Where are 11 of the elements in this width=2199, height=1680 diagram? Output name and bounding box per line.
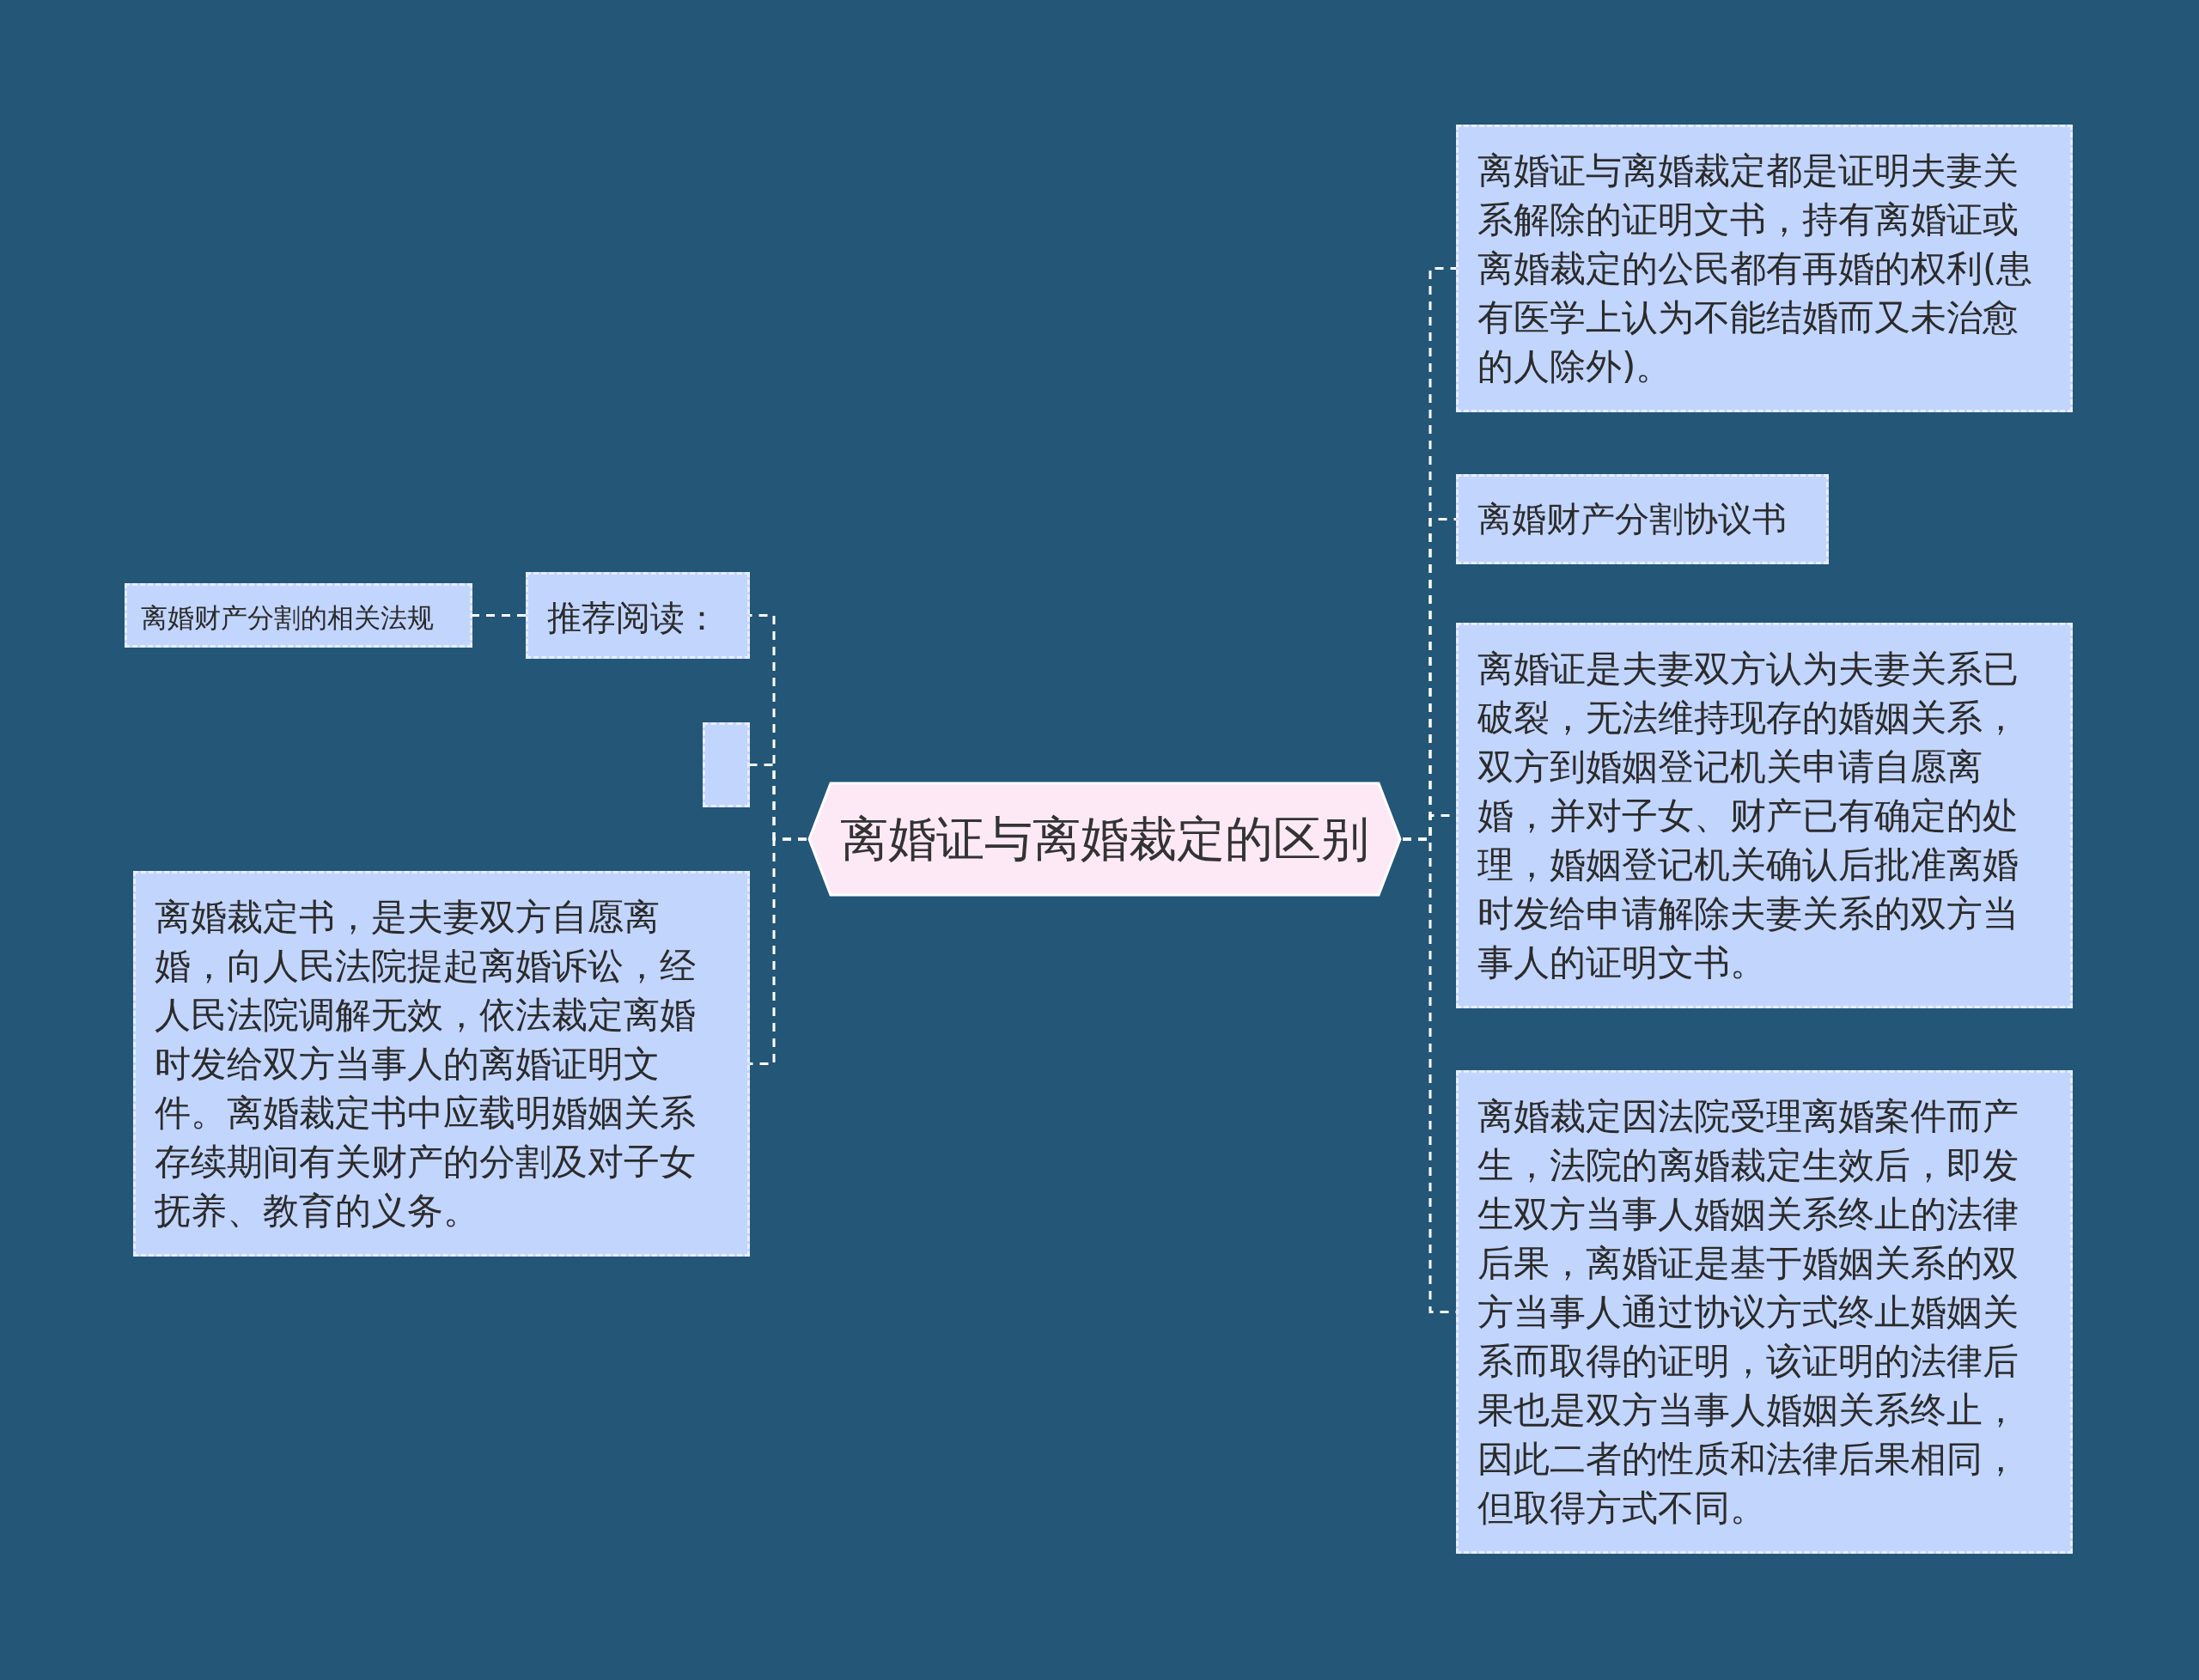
- connector: [472, 614, 526, 617]
- text-box: 推荐阅读：: [526, 572, 750, 659]
- text-box: 离婚证与离婚裁定都是证明夫妻关系解除的证明文书，持有离婚证或离婚裁定的公民都有再婚的权利(患有医学上认为不能结婚而又未治愈的人除外)。: [1456, 125, 2073, 412]
- text-box: 离婚裁定因法院受理离婚案件而产生，法院的离婚裁定生效后，即发生双方当事人婚姻关系终止的法律后果，离婚证是基于婚姻关系的双方当事人通过协议方式终止婚姻关系而取得的证明，该证明的法律后果也是双方当事人婚姻关系终止，因此二者的性质和法律后果相同，但取得方式不同。: [1456, 1070, 2073, 1554]
- text-box: 离婚财产分割的相关法规: [125, 583, 472, 648]
- text-box: 离婚证是夫妻双方认为夫妻关系已破裂，无法维持现存的婚姻关系，双方到婚姻登记机关申请自愿离婚，并对子女、财产已有确定的处理，婚姻登记机关确认后批准离婚时发给申请解除夫妻关系的双方当事人的证明文书。: [1456, 623, 2073, 1008]
- connector: [750, 837, 807, 1065]
- topic-hexagon: 离婚证与离婚裁定的区别: [807, 781, 1403, 898]
- text-box: 离婚财产分割协议书: [1456, 474, 1829, 564]
- empty-box: [703, 722, 750, 807]
- text-box: 离婚裁定书，是夫妻双方自愿离婚，向人民法院提起离婚诉讼，经人民法院调解无效，依法裁定离婚时发给双方当事人的离婚证明文件。离婚裁定书中应载明婚姻关系存续期间有关财产的分割及对子女抚养、教育的义务。: [133, 871, 750, 1257]
